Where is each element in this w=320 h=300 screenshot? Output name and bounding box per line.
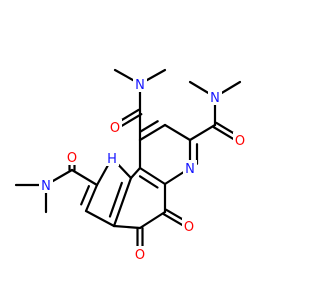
bond-c8-c9-b: [139, 120, 159, 133]
atom-label-h-pyrrole-bg: [105, 150, 119, 166]
atom-label-o-c4: O: [135, 248, 145, 263]
bond-c8-c9-a: [138, 123, 167, 142]
bond-c9b-c5a-a: [138, 166, 167, 186]
bond-c3a-c4: [112, 224, 142, 230]
atom-label-o-c5: O: [184, 220, 194, 235]
bond-pyrrole-c2-c3-b: [80, 185, 91, 206]
atom-label-o-amide-left-bg: [65, 149, 79, 165]
bond-pyrrole-c3-c3a: [84, 209, 116, 228]
atom-label-n-amide-top-bg: [133, 76, 147, 92]
bond-c7a-c9b: [129, 166, 142, 180]
bond-c4-c5: [138, 210, 167, 230]
atom-label-o-amide-right-bg: [233, 132, 247, 148]
atom-label-n-amide-right: N: [210, 91, 220, 106]
atom-label-n-pyridine-bg: [183, 160, 197, 176]
atom-label-n-amide-right-bg: [208, 89, 222, 105]
atom-label-n-amide-left-bg: [39, 177, 53, 193]
atom-label-n-pyridine: N: [185, 162, 195, 177]
bond-pyrrole-c7a-c3a-b: [108, 181, 123, 218]
bond-amide1-pyrrole: [70, 168, 99, 187]
atom-label-h-pyrrole: H: [107, 152, 117, 167]
atom-label-o-c5-bg: [182, 218, 196, 234]
bond-pyrrole-c7a-c3a-a: [112, 176, 133, 228]
bond-c9b-c5a-b: [138, 175, 159, 189]
bond-pyrrole-c2-c3-a: [84, 183, 99, 213]
atom-label-o-c4-bg: [133, 246, 147, 262]
bond-c7-amide: [188, 123, 217, 142]
structure-svg: N O H O O N O N O N: [14, 68, 247, 263]
atom-label-o-amide-top: O: [110, 121, 120, 136]
atom-label-o-amide-top-bg: [108, 119, 122, 135]
atom-label-n-amide-left: N: [41, 179, 51, 194]
bond-c7-c8: [163, 123, 192, 142]
molecule-diagram: N O H O O N O N O N: [14, 68, 247, 263]
atom-label-o-amide-right: O: [235, 134, 245, 149]
atom-label-o-amide-left: O: [67, 151, 77, 166]
atom-label-n-amide-top: N: [135, 78, 145, 93]
